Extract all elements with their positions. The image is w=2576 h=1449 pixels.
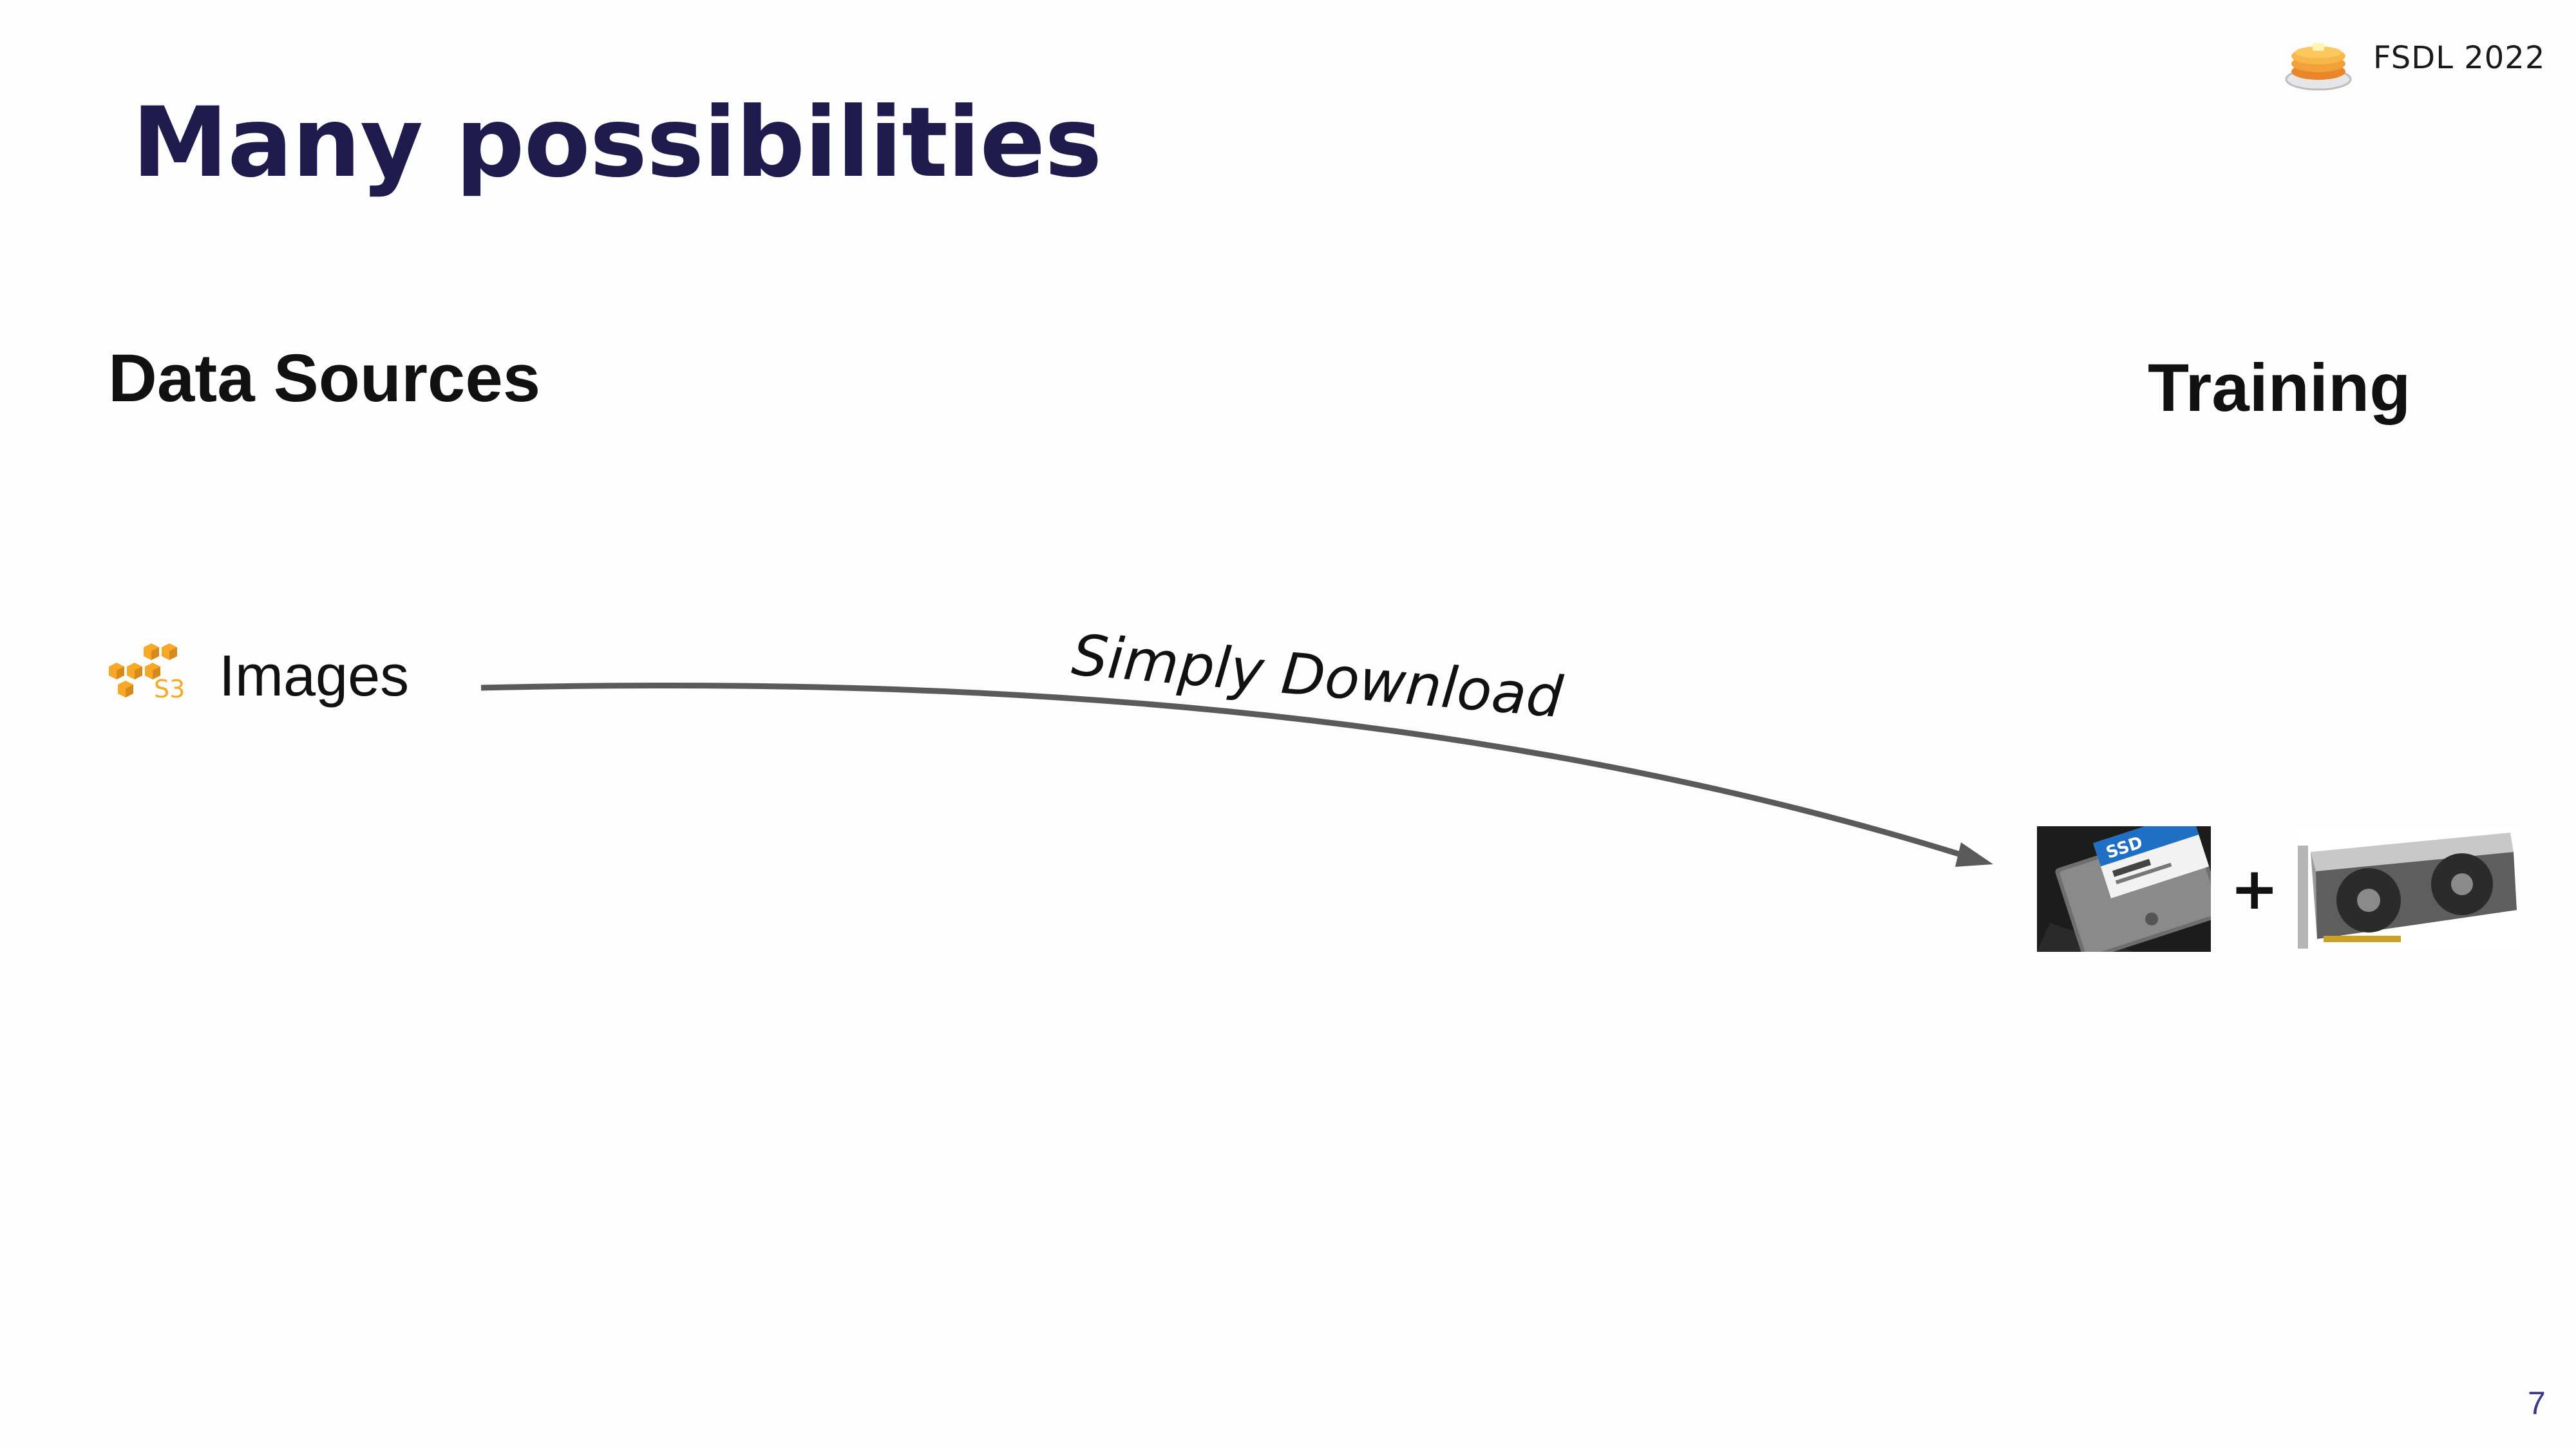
brand-label: FSDL 2022 bbox=[2373, 40, 2546, 76]
source-label-images: Images bbox=[219, 643, 410, 708]
svg-text:S3: S3 bbox=[154, 675, 185, 703]
pancake-stack-icon bbox=[2285, 43, 2352, 91]
source-item-images: S3 Images bbox=[106, 641, 409, 712]
data-sources-heading: Data Sources bbox=[108, 341, 541, 416]
page-title: Many possibilities bbox=[132, 87, 1102, 199]
training-heading: Training bbox=[2148, 350, 2411, 426]
page-number: 7 bbox=[2528, 1385, 2546, 1421]
ssd-image: SSD bbox=[2037, 826, 2211, 952]
gpu-image bbox=[2298, 826, 2521, 952]
brand: FSDL 2022 bbox=[2283, 29, 2544, 93]
plus-sign: + bbox=[2230, 855, 2279, 923]
aws-s3-icon: S3 bbox=[109, 643, 185, 703]
training-hardware: SSD + bbox=[2037, 826, 2521, 952]
